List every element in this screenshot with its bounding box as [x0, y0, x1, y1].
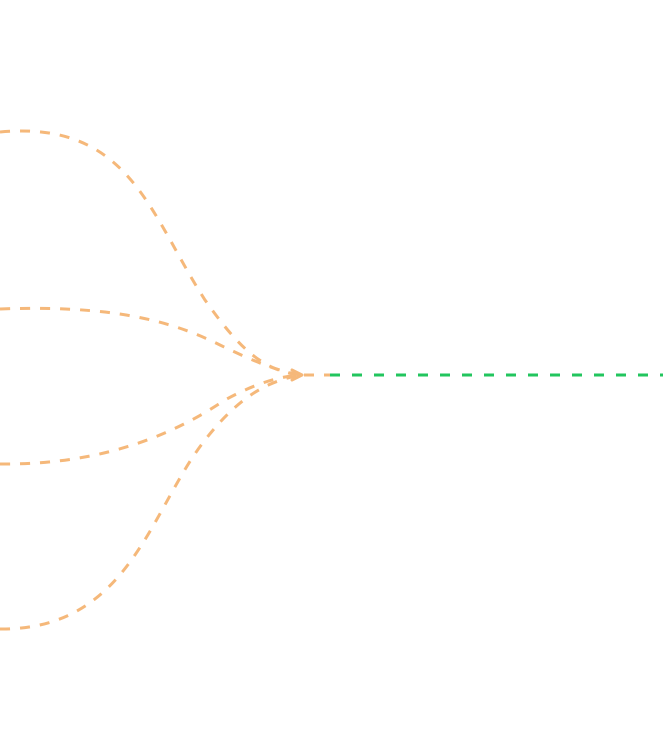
merge-arrowhead [290, 368, 304, 382]
chevron-right-icon [290, 368, 304, 382]
edge-in-2 [0, 306, 303, 377]
edge-in-4 [0, 373, 303, 631]
inbound-edges [0, 129, 303, 631]
edge-in-3 [0, 373, 303, 466]
edge-in-1 [0, 129, 303, 377]
